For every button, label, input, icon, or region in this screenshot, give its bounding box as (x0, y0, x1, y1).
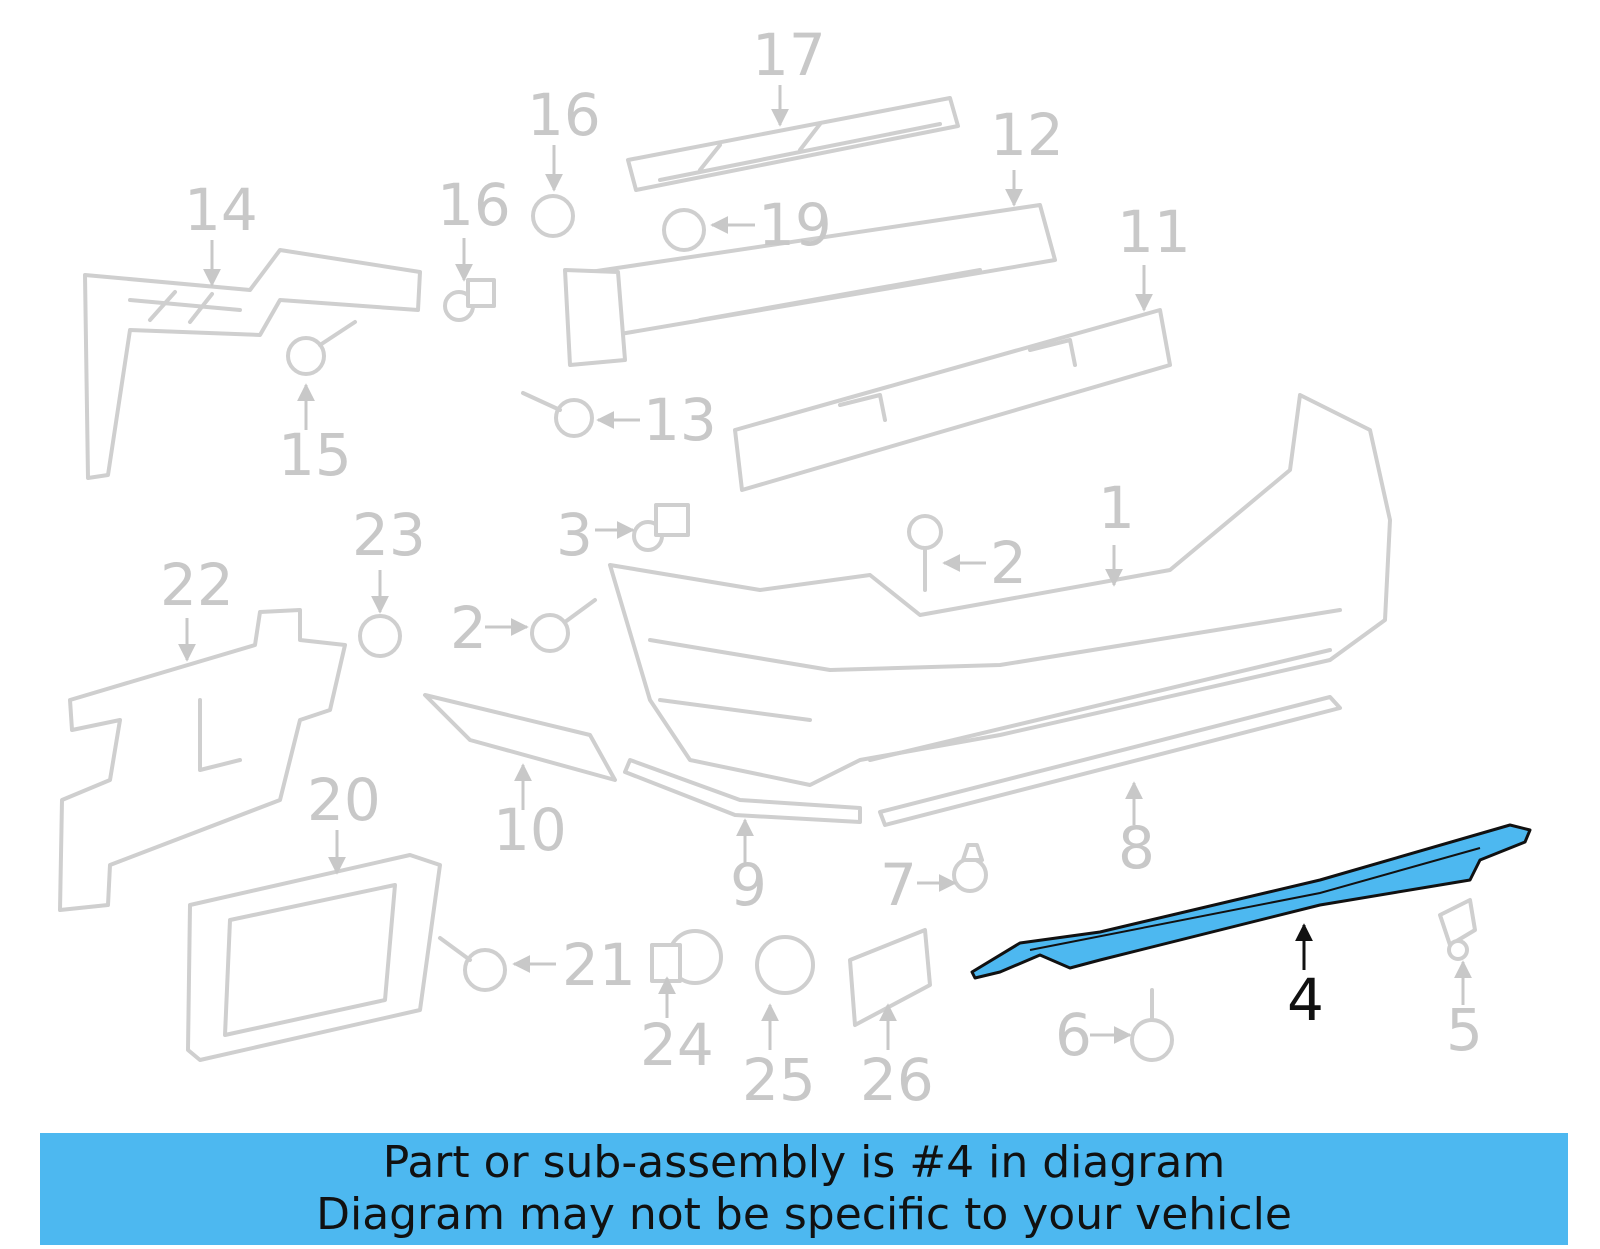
callout-2b: 2 (450, 594, 487, 662)
banner-line-2: Diagram may not be specific to your vehi… (316, 1189, 1292, 1240)
callout-22: 22 (160, 551, 234, 619)
part-1-bumper-cover (608, 393, 1392, 787)
part-22-bracket (58, 608, 347, 912)
callout-11: 11 (1117, 198, 1191, 266)
callout-6: 6 (1055, 1001, 1092, 1069)
fasteners (286, 194, 1477, 1062)
part-20-module (186, 853, 442, 1062)
callout-labels: 17 16 12 14 16 19 11 15 13 3 2 1 23 22 2… (160, 21, 1483, 1114)
callout-9: 9 (730, 851, 767, 919)
callout-16: 16 (437, 171, 511, 239)
part-8-strip (878, 695, 1342, 827)
callout-7: 7 (880, 851, 917, 919)
callout-1: 1 (1098, 474, 1135, 542)
callout-4: 4 (1287, 966, 1324, 1034)
callout-14: 14 (184, 176, 258, 244)
banner-line-1: Part or sub-assembly is #4 in diagram (382, 1137, 1226, 1188)
part-4-spoiler-highlighted (970, 823, 1532, 980)
callout-23: 23 (352, 501, 426, 569)
part-10-trim (423, 693, 617, 782)
callout-2a: 2 (990, 529, 1027, 597)
part-14-bracket (83, 248, 422, 480)
callout-20: 20 (307, 766, 381, 834)
part-9-trim (623, 758, 862, 824)
callout-18: 17 (752, 21, 826, 89)
callout-12: 12 (990, 101, 1064, 169)
callout-13: 13 (643, 386, 717, 454)
callout-10: 10 (493, 796, 567, 864)
callout-21: 21 (562, 931, 636, 999)
callout-8: 8 (1118, 814, 1155, 882)
notice-banner: Part or sub-assembly is #4 in diagram Di… (40, 1133, 1568, 1245)
part-18-reinforcement (626, 96, 960, 192)
callout-19: 19 (758, 191, 832, 259)
leader-lines (178, 85, 1472, 1050)
part-11-reinforcement (733, 308, 1172, 492)
callout-24: 24 (640, 1011, 714, 1079)
callout-26: 26 (860, 1046, 934, 1114)
callout-5: 5 (1446, 996, 1483, 1064)
callout-3: 3 (556, 501, 593, 569)
part-12-absorber (563, 203, 1057, 367)
callout-25: 25 (742, 1046, 816, 1114)
callout-17: 16 (527, 81, 601, 149)
callout-15: 15 (278, 421, 352, 489)
